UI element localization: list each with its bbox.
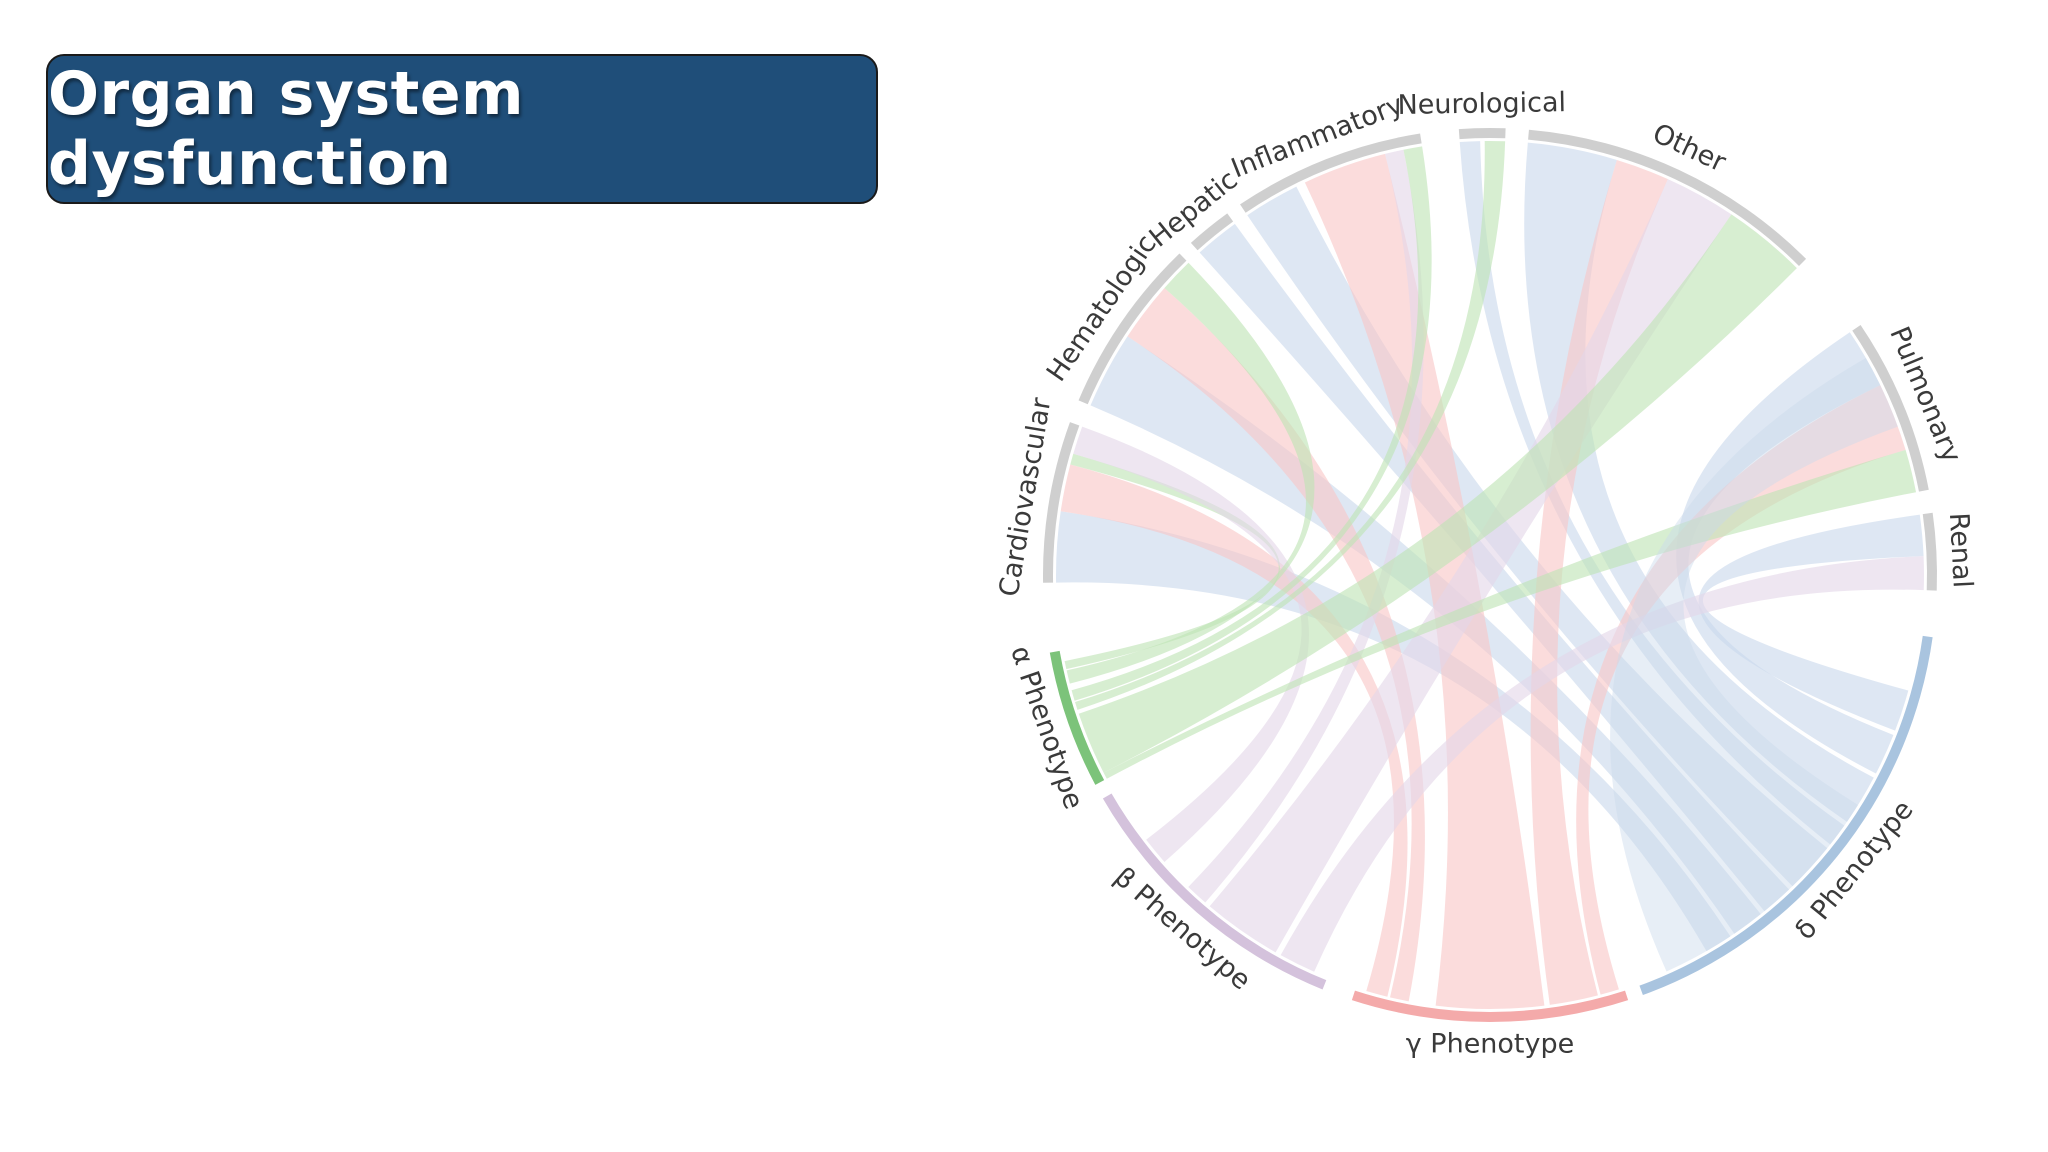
label-neurological: Neurological — [1397, 87, 1566, 121]
arc-gamma-phenotype — [1351, 990, 1629, 1022]
ribbon-layer — [1056, 141, 1924, 1009]
arc-neurological — [1458, 127, 1506, 140]
ribbon-hematologic-delta — [1090, 336, 1761, 934]
ribbon-renal-delta — [1698, 514, 1924, 731]
ribbon-delta-fan — [1610, 358, 1898, 972]
ribbon-hematologic-gamma — [1127, 287, 1425, 1002]
ribbon-pulmonary-delta — [1676, 332, 1894, 774]
ribbon-pulmonary-alpha — [1103, 449, 1917, 779]
arc-hematologic — [1078, 253, 1187, 405]
ribbon-inflammatory-gamma — [1304, 153, 1545, 1009]
arc-alpha-phenotype — [1049, 650, 1105, 785]
arc-renal — [1922, 512, 1937, 591]
arc-inflammatory — [1240, 133, 1422, 213]
title-banner: Organ system dysfunction — [46, 54, 878, 204]
arc-pulmonary — [1852, 325, 1929, 492]
arc-cardiovascular — [1043, 422, 1080, 583]
ribbon-renal-beta — [1280, 556, 1924, 972]
arc-layer — [1043, 127, 1937, 1022]
ribbon-other-beta — [1209, 179, 1732, 953]
ribbon-other-alpha — [1078, 214, 1797, 773]
ribbon-cardiovascular-delta — [1056, 511, 1731, 952]
label-renal: Renal — [1943, 512, 1978, 589]
ribbon-other-gamma — [1530, 159, 1668, 1005]
label-gamma-phenotype: γ Phenotype — [1406, 1029, 1575, 1060]
ribbon-cardiovascular-beta — [1073, 426, 1309, 863]
ribbon-inflammatory-beta — [1188, 149, 1424, 903]
arc-hepatic — [1190, 213, 1234, 251]
ribbon-hematologic-alpha — [1066, 262, 1315, 684]
ribbon-other-delta — [1524, 142, 1874, 822]
ribbon-neurological-alpha — [1075, 141, 1506, 710]
slide-title: Organ system dysfunction — [48, 59, 525, 199]
